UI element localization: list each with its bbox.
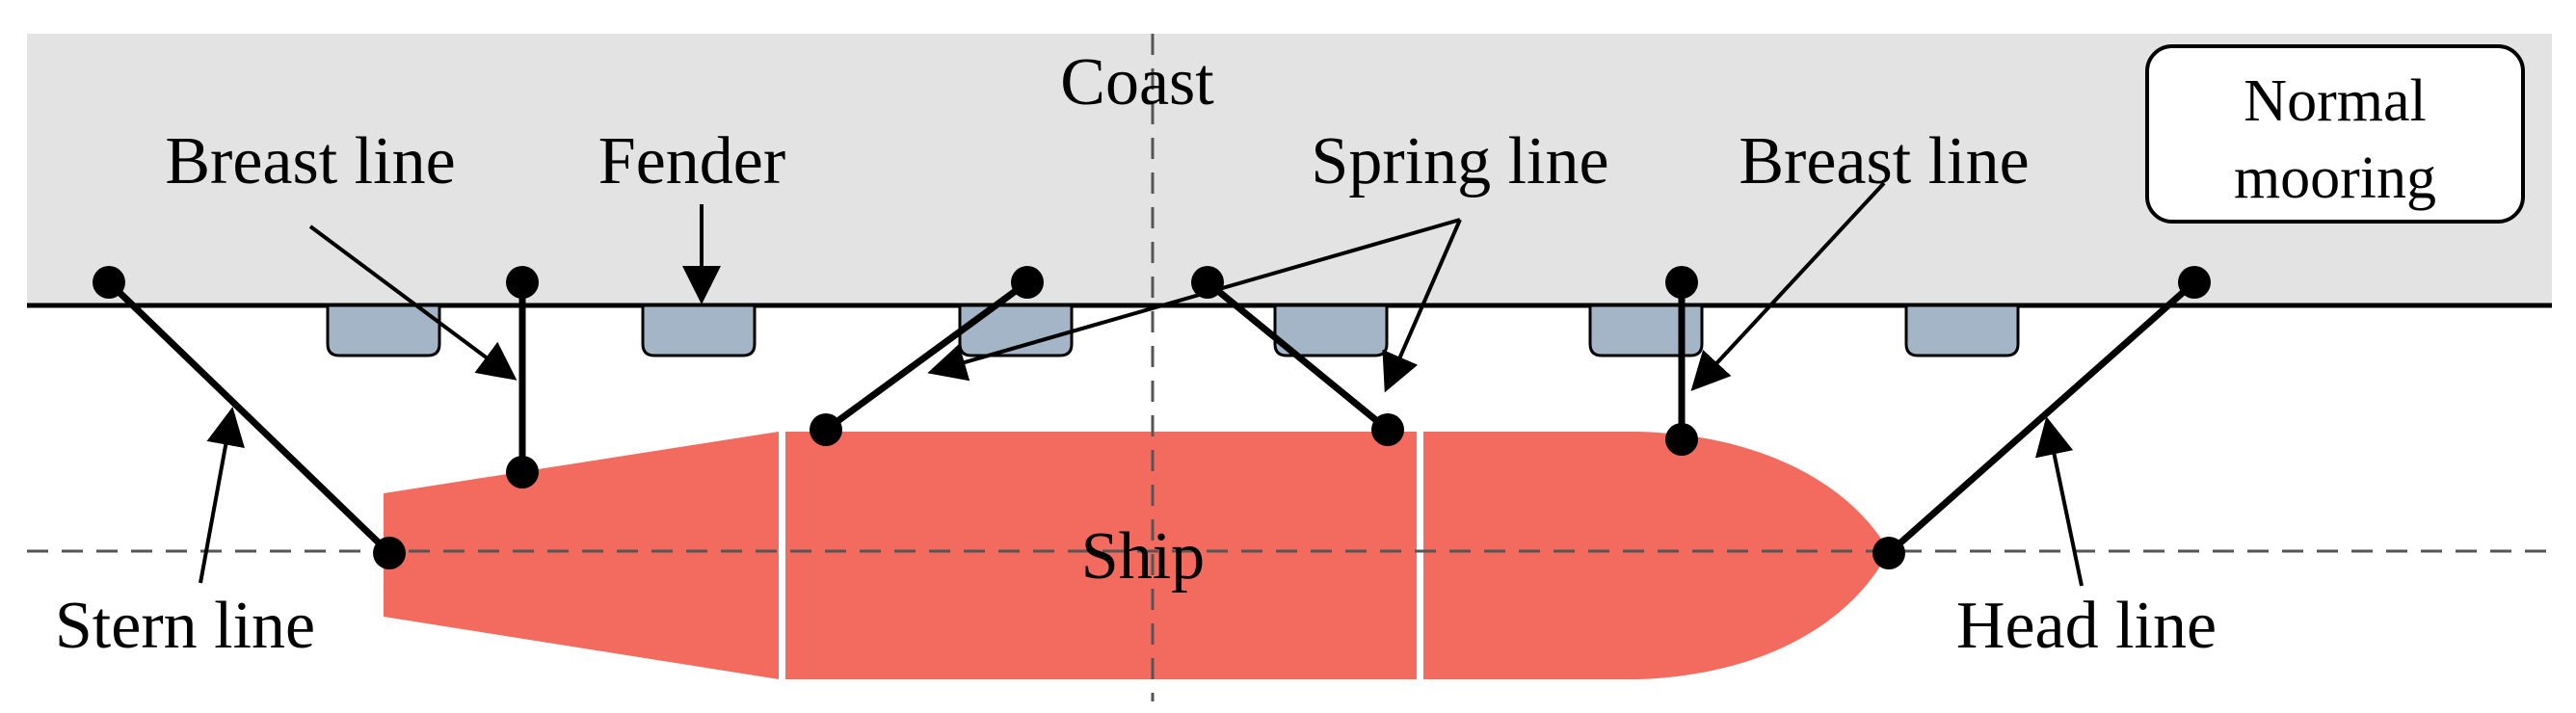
mooring-points xyxy=(93,266,2211,569)
ship-hull xyxy=(384,432,1889,679)
bollard-point xyxy=(1011,266,1044,299)
arrow-breast-line-left xyxy=(308,224,518,381)
head-line-label: Head line xyxy=(1956,589,2217,663)
ship-mid-section xyxy=(785,432,1417,679)
ship-fairlead-point xyxy=(810,413,842,446)
spring-line-label: Spring line xyxy=(1311,124,1608,198)
ship-fairlead-point xyxy=(1371,413,1404,446)
bollard-point xyxy=(1665,266,1698,299)
arrow-spring-line-fwd xyxy=(1382,219,1462,393)
ship-fairlead-point xyxy=(373,537,406,569)
ship-fairlead-point xyxy=(1872,537,1905,569)
coast-label: Coast xyxy=(1060,45,1214,119)
fender xyxy=(641,304,757,357)
fender xyxy=(1273,304,1389,357)
breast-line-label-left: Breast line xyxy=(165,124,455,198)
arrow-breast-line-right xyxy=(1690,181,1886,391)
coast-area xyxy=(27,34,2552,305)
arrow-spring-line-aft xyxy=(927,218,1461,382)
fender xyxy=(1904,304,2020,357)
fender-label: Fender xyxy=(598,124,785,198)
fender xyxy=(326,304,441,357)
ship-fairlead-point xyxy=(506,456,539,489)
spring-line-aft xyxy=(822,278,1031,434)
ship-fairlead-point xyxy=(1665,423,1698,456)
ship-label: Ship xyxy=(1081,519,1205,594)
fender xyxy=(1588,304,1704,357)
status-label-line1: Normal xyxy=(2244,68,2426,134)
bollard-point xyxy=(506,266,539,299)
status-label-line2: mooring xyxy=(2234,145,2436,211)
ship-bow-section xyxy=(1423,432,1889,679)
breast-line-label-right: Breast line xyxy=(1739,124,2029,198)
arrow-head-line xyxy=(2034,416,2084,587)
arrow-stern-line xyxy=(199,407,245,584)
spring-line-fwd xyxy=(1204,278,1392,434)
stern-line xyxy=(105,278,393,557)
status-box xyxy=(2145,44,2525,224)
annotation-arrows xyxy=(199,181,2084,587)
bollard-point xyxy=(2178,266,2211,299)
fenders xyxy=(326,304,2020,357)
bollard-point xyxy=(93,266,125,299)
ship-stern-section xyxy=(384,432,779,679)
stern-line-label: Stern line xyxy=(55,589,315,663)
